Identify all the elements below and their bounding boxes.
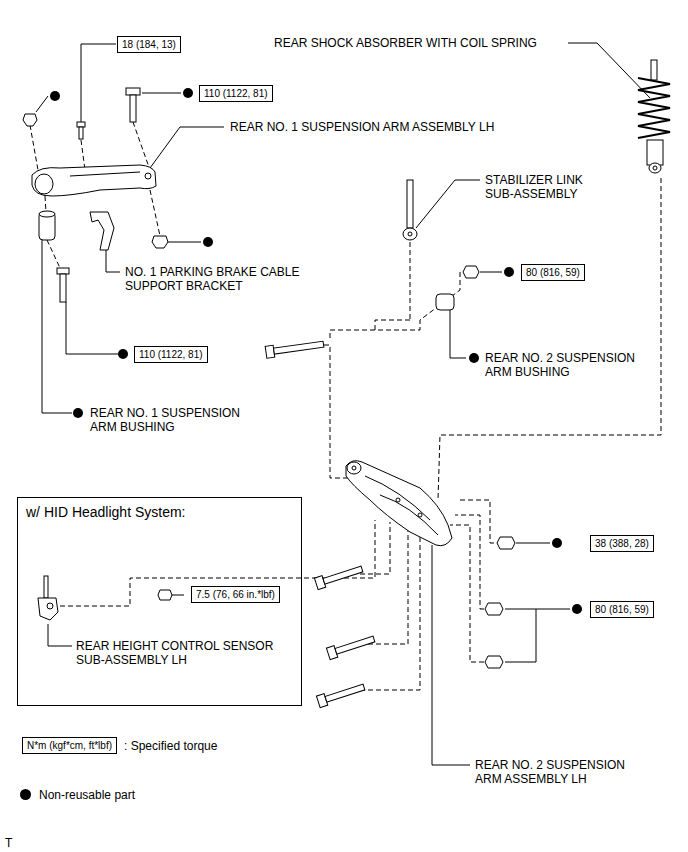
part-name: REAR HEIGHT CONTROL SENSOR SUB-ASSEMBLY … [75,639,282,667]
torque-value: 110 (1122, 81) [204,88,268,99]
figure-code: T [4,836,13,850]
torque-box: 38 (388, 28) [590,535,654,552]
torque-box: 7.5 (76, 66 in.*lbf) [191,586,280,603]
part-name: REAR NO. 1 SUSPENSION ARM BUSHING [89,406,256,434]
torque-value: 80 (816, 59) [526,267,580,278]
torque-box: 110 (1122, 81) [134,346,208,363]
part-name: NO. 1 PARKING BRAKE CABLE SUPPORT BRACKE… [124,265,326,293]
torque-value: 80 (816, 59) [595,604,649,615]
part-name: REAR NO. 1 SUSPENSION ARM ASSEMBLY LH [229,120,495,134]
legend-dot [20,789,31,800]
part-name: REAR NO. 2 SUSPENSION ARM ASSEMBLY LH [474,758,641,786]
torque-value: N*m (kgf*cm, ft*lbf) [27,740,112,751]
region-heading: w/ HID Headlight System: [26,504,186,520]
torque-box: 80 (816, 59) [521,264,585,281]
part-name: STABILIZER LINK SUB-ASSEMBLY [484,173,598,201]
torque-value: 38 (388, 28) [595,538,649,549]
torque-box: 110 (1122, 81) [199,85,273,102]
legend-text: Non-reusable part [38,788,136,802]
part-name: REAR SHOCK ABSORBER WITH COIL SPRING [273,36,538,50]
torque-value: 7.5 (76, 66 in.*lbf) [196,589,275,600]
torque-value: 18 (184, 13) [122,39,176,50]
torque-box: N*m (kgf*cm, ft*lbf) [22,737,117,754]
torque-box: 18 (184, 13) [117,36,181,53]
option-region: w/ HID Headlight System: 7.5 (76, 66 in.*… [17,497,302,706]
torque-box: 80 (816, 59) [590,601,654,618]
torque-value: 110 (1122, 81) [139,349,203,360]
legend-text: : Specified torque [123,739,218,753]
part-name: REAR NO. 2 SUSPENSION ARM BUSHING [484,351,651,379]
